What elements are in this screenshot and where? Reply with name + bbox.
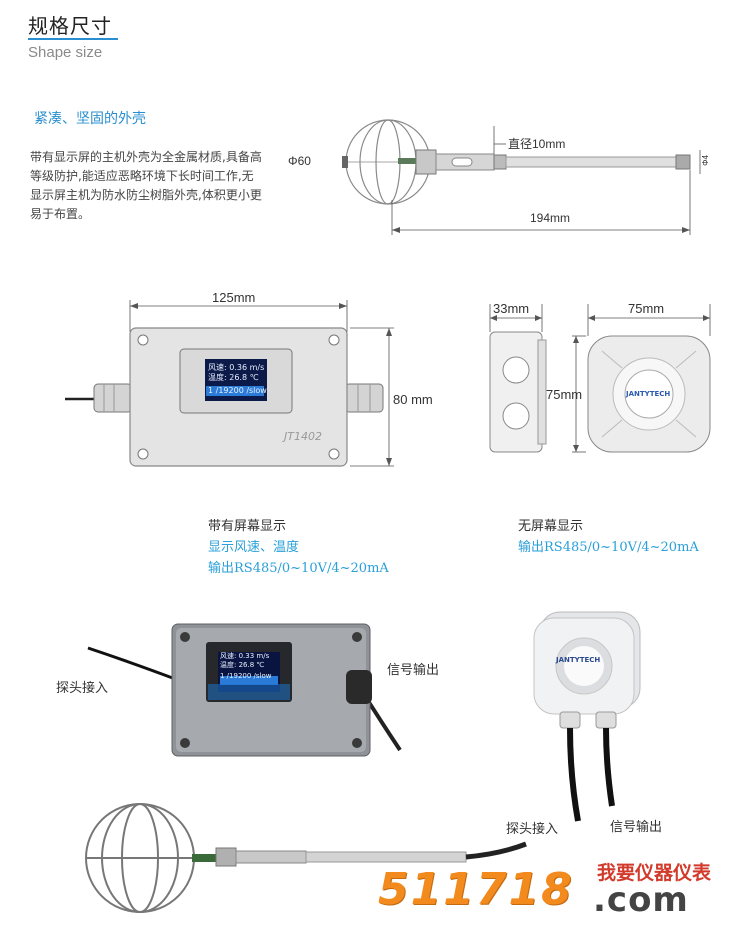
photo-screen-line1: 风速: 0.33 m/s (220, 652, 270, 660)
feature-description: 带有显示屏的主机外壳为全金属材质,具备高等级防护,能适应恶略环境下长时间工作,无… (30, 150, 262, 221)
signal-out-label-left: 信号输出 (387, 663, 440, 678)
photo-box-with-screen (87, 623, 402, 757)
photo-screen-display: 风速: 0.33 m/s 温度: 26.8 ℃ 1 /19200 /slow (220, 652, 278, 681)
box-width-label: 125mm (212, 290, 256, 305)
with-screen-caption-line2: 输出RS485/0~10V/4~20mA (208, 561, 389, 576)
side-depth-label: 33mm (493, 301, 530, 316)
screen-line-temp: 温度: 26.8 ℃ (208, 373, 259, 382)
watermark-domain: .com (593, 880, 689, 920)
brand-logo: JANTYTECH (626, 390, 671, 398)
photo-probe (85, 803, 527, 913)
probe-dimension-drawing (342, 119, 701, 235)
front-height-label: 75mm (546, 387, 583, 402)
box-no-screen-drawing (489, 304, 711, 453)
photo-screen-line2: 温度: 26.8 ℃ (220, 661, 265, 669)
feature-heading: 紧凑、坚固的外壳 (34, 111, 146, 127)
front-width-label: 75mm (628, 301, 665, 316)
probe-tip-label: Φ4 (700, 155, 710, 166)
screen-line-mode: 1 /19200 /slow (208, 386, 267, 395)
no-screen-caption-line1: 输出RS485/0~10V/4~20mA (518, 540, 699, 555)
with-screen-caption-line1: 显示风速、温度 (208, 540, 300, 555)
no-screen-caption-title: 无屏幕显示 (518, 519, 584, 534)
photo-box-no-screen (533, 611, 641, 822)
box-with-screen-drawing (65, 300, 394, 467)
probe-in-label-left: 探头接入 (56, 681, 109, 696)
model-label: JT1402 (284, 430, 322, 443)
box-height-label: 80 mm (393, 392, 433, 407)
watermark-number: 511718 (378, 864, 574, 915)
signal-out-label-right: 信号输出 (610, 820, 663, 835)
title-underline (28, 38, 118, 40)
with-screen-caption-title: 带有屏幕显示 (208, 519, 287, 534)
photo-screen-line3: 1 /19200 /slow (220, 672, 272, 680)
probe-in-label-right: 探头接入 (506, 822, 559, 837)
photo-brand-logo: JANTYTECH (556, 656, 601, 664)
probe-rod-diameter-label: 直径10mm (508, 137, 566, 151)
probe-diameter-label: Φ60 (288, 154, 311, 168)
screen-display: 风速: 0.36 m/s 温度: 26.8 ℃ 1 /19200 /slow (208, 363, 268, 396)
section-title: 规格尺寸 (28, 14, 112, 38)
section-subtitle: Shape size (28, 44, 103, 61)
screen-line-speed: 风速: 0.36 m/s (208, 363, 265, 372)
probe-length-label: 194mm (530, 211, 571, 225)
watermark-tagline: 我要仪器仪表 (597, 862, 712, 884)
